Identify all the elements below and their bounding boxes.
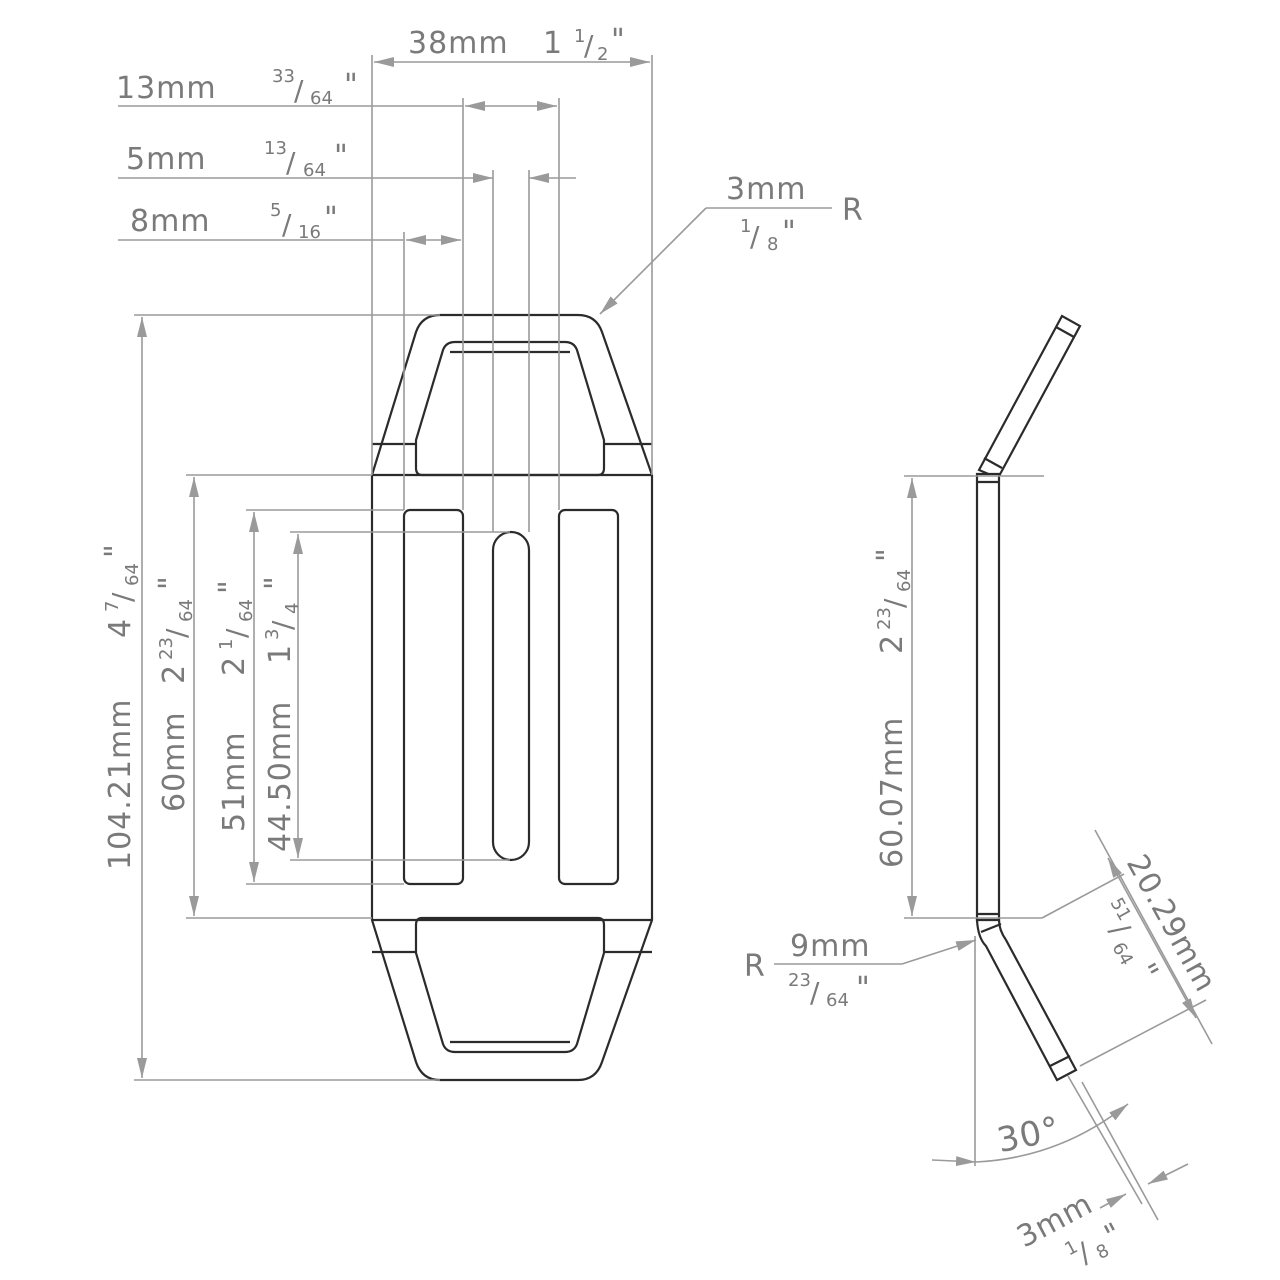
svg-text:/: / — [750, 220, 760, 253]
corner-radius-unit: " — [782, 215, 797, 250]
straight-length-metric: 60.07mm — [875, 717, 910, 868]
corner-radius-leader — [599, 207, 707, 315]
body-length-unit: " — [153, 575, 188, 590]
center-slot-length-imperial-whole: 1 — [263, 644, 298, 664]
side-slot-length-unit: " — [213, 579, 248, 594]
overall-length-metric: 104.21mm — [103, 699, 138, 870]
side-lower-flange — [975, 918, 1078, 1082]
center-slot-length-num: 3 — [262, 629, 283, 640]
body-length-imperial-whole: 2 — [157, 664, 192, 684]
corner-radius-num: 1 — [740, 216, 751, 237]
svg-text:/: / — [160, 628, 193, 638]
side-offset-metric: 8mm — [130, 204, 211, 239]
svg-text:/: / — [220, 628, 253, 638]
straight-length-den: 64 — [894, 569, 915, 592]
side-slot-length-imperial-whole: 2 — [217, 656, 252, 676]
bend-angle-arc — [975, 1103, 1129, 1163]
bend-radius-leader — [901, 939, 977, 965]
svg-text:/: / — [282, 208, 292, 241]
slot-span-num: 33 — [272, 66, 295, 87]
svg-text:/: / — [286, 146, 296, 179]
center-slot-length-den: 4 — [282, 603, 303, 614]
svg-text:/: / — [294, 74, 304, 107]
thickness-metric: 3mm — [1011, 1186, 1099, 1255]
overall-length-den: 64 — [122, 563, 143, 586]
side-offset-den: 16 — [298, 222, 321, 243]
side-offset-num: 5 — [270, 200, 281, 221]
corner-radius-den: 8 — [767, 234, 778, 255]
straight-length-num: 23 — [874, 607, 895, 630]
flange-length-den: 64 — [1108, 939, 1137, 969]
center-slot-width-den: 64 — [303, 160, 326, 181]
side-vertical-body — [975, 472, 1001, 922]
overall-width-unit: " — [611, 23, 626, 58]
bend-angle-label: 30° — [994, 1109, 1064, 1161]
svg-text:/: / — [878, 598, 911, 608]
bend-radius-unit: " — [856, 971, 871, 1006]
svg-text:/: / — [106, 592, 139, 602]
svg-text:/: / — [810, 976, 820, 1009]
bend-radius-label: R — [744, 949, 766, 984]
center-slot-width-unit: " — [334, 139, 349, 174]
center-slot — [491, 530, 531, 862]
front-view-dimensions: 38mm 1 1 / 2 " 13mm 33 / 64 " 5mm 13 / 6… — [99, 23, 864, 1081]
svg-text:/: / — [584, 29, 594, 62]
side-offset-unit: " — [324, 201, 339, 236]
left-slot — [402, 508, 465, 886]
flange-length-unit: " — [1127, 958, 1165, 988]
slot-span-unit: " — [344, 68, 359, 103]
overall-width-num: 1 — [574, 26, 585, 47]
front-view-part — [370, 313, 654, 1082]
center-slot-length-unit: " — [259, 575, 294, 590]
overall-width-imperial-whole: 1 — [543, 26, 563, 61]
side-slot-length-num: 1 — [216, 639, 237, 650]
svg-text:/: / — [266, 620, 299, 630]
overall-length-unit: " — [99, 543, 134, 558]
top-window — [414, 340, 606, 477]
flange-length-dimension-line — [1107, 857, 1197, 1019]
bend-radius-num: 23 — [788, 970, 811, 991]
slot-span-den: 64 — [310, 88, 333, 109]
straight-length-imperial-whole: 2 — [875, 634, 910, 654]
front-outer-outline — [370, 313, 654, 1082]
right-slot — [557, 508, 620, 886]
bend-radius-den: 64 — [826, 990, 849, 1011]
bottom-window — [414, 916, 606, 1054]
slot-span-metric: 13mm — [116, 71, 217, 106]
side-view-part — [975, 314, 1082, 1082]
overall-length-num: 7 — [102, 601, 123, 612]
corner-radius-metric: 3mm — [726, 172, 807, 207]
center-slot-width-num: 13 — [264, 138, 287, 159]
center-slot-width-metric: 5mm — [126, 142, 207, 177]
overall-width-den: 2 — [597, 44, 608, 65]
body-length-metric: 60mm — [157, 711, 192, 812]
straight-length-unit: " — [871, 547, 906, 562]
body-length-den: 64 — [176, 599, 197, 622]
bend-radius-metric: 9mm — [790, 929, 871, 964]
side-slot-length-den: 64 — [236, 599, 257, 622]
side-upper-flange — [977, 314, 1082, 480]
center-slot-length-metric: 44.50mm — [263, 701, 298, 852]
body-length-num: 23 — [156, 637, 177, 660]
corner-radius-label: R — [842, 193, 864, 228]
overall-width-metric: 38mm — [408, 26, 509, 61]
side-slot-length-metric: 51mm — [217, 731, 252, 832]
overall-length-imperial-whole: 4 — [103, 618, 138, 638]
